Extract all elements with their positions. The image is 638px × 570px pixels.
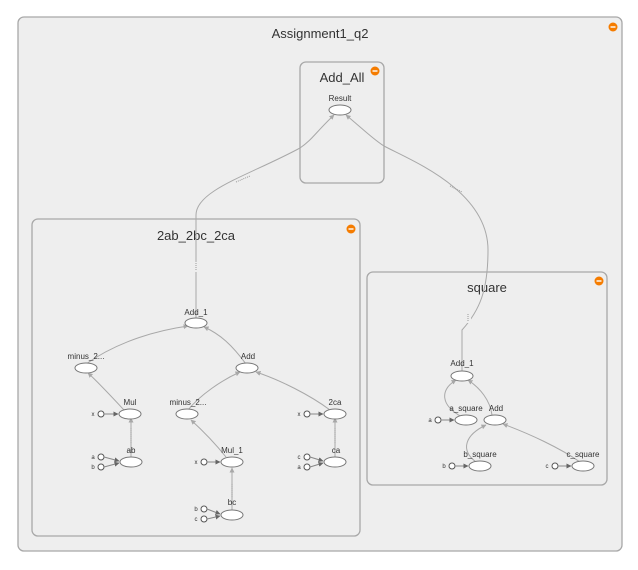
group-add-all[interactable]: Add_All [299, 61, 385, 184]
node-minus-2[interactable] [74, 362, 98, 374]
node-label-b-square: b_square [463, 450, 497, 459]
nodes: Result Add_1 minus_2... Add Mul minus_2.… [68, 94, 600, 521]
group-square[interactable]: square [366, 271, 608, 486]
node-add-1[interactable] [184, 317, 208, 329]
node-a-square[interactable] [454, 414, 478, 426]
collapse-icon[interactable] [608, 22, 618, 32]
input-node-b-square[interactable] [448, 462, 456, 470]
input-label-a-ca: a [297, 465, 301, 471]
node-2ca[interactable] [323, 408, 347, 420]
node-mul-1[interactable] [220, 456, 244, 468]
edge-mul-to-minus2 [87, 372, 125, 411]
input-node-x-2ca[interactable] [303, 410, 311, 418]
node-bc[interactable] [220, 509, 244, 521]
edge-asquare-to-add1 [444, 379, 463, 418]
edge-bsquare-to-add [466, 424, 487, 463]
collapse-icon[interactable] [370, 66, 380, 76]
input-node-c-square[interactable] [551, 462, 559, 470]
node-label-result: Result [329, 94, 352, 103]
input-label-x: x [92, 412, 95, 418]
edge-add-to-add1 [203, 326, 247, 365]
node-label-add-1-square: Add_1 [450, 359, 474, 368]
node-label-minus-2: minus_2... [68, 352, 105, 361]
input-label-x-2ca: x [298, 412, 301, 418]
edge-add-right-to-add1 [467, 379, 493, 416]
input-node-x-mul1[interactable] [200, 458, 208, 466]
edge-add1-to-result [195, 114, 335, 318]
input-label-a-square: a [428, 418, 432, 424]
node-b-square[interactable] [468, 460, 492, 472]
input-label-b: b [91, 465, 95, 471]
input-node-c-ca[interactable] [303, 453, 311, 461]
node-minus-2-mid[interactable] [175, 408, 199, 420]
input-node-a[interactable] [97, 453, 105, 461]
node-label-c-square: c_square [567, 450, 600, 459]
edge-minus2-to-add1 [85, 324, 189, 365]
group-title-add-all: Add_All [320, 70, 365, 85]
node-label-ab: ab [127, 446, 136, 455]
node-ca[interactable] [323, 456, 347, 468]
input-stubs: x a b x b c x c a a [91, 410, 572, 523]
node-add-square[interactable] [483, 414, 507, 426]
group-title-square: square [467, 280, 507, 295]
node-label-bc: bc [228, 498, 236, 507]
node-add-1-square[interactable] [450, 370, 474, 382]
input-label-b-bc: b [194, 507, 198, 513]
node-label-mul: Mul [124, 398, 137, 407]
input-node-c-bc[interactable] [200, 515, 208, 523]
input-label-b-square: b [442, 464, 446, 470]
group-title-assignment1-q2: Assignment1_q2 [272, 26, 369, 41]
node-label-a-square: a_square [449, 404, 483, 413]
edge-2ca-to-add [255, 371, 331, 411]
node-label-minus-2-mid: minus_2... [170, 398, 207, 407]
input-label-a: a [91, 455, 95, 461]
node-label-add-square: Add [489, 404, 503, 413]
input-label-c-bc: c [195, 517, 198, 523]
edges [85, 114, 581, 511]
node-label-ca: ca [332, 446, 341, 455]
edge-minus2-mid-to-add [187, 371, 241, 411]
node-result[interactable] [328, 104, 352, 116]
input-node-b-bc[interactable] [200, 505, 208, 513]
input-label-c-ca: c [298, 455, 301, 461]
node-label-2ca: 2ca [329, 398, 342, 407]
node-ab[interactable] [119, 456, 143, 468]
node-mul[interactable] [118, 408, 142, 420]
input-label-c-square: c [546, 464, 549, 470]
node-label-mul-1: Mul_1 [221, 446, 243, 455]
node-add[interactable] [235, 362, 259, 374]
node-c-square[interactable] [571, 460, 595, 472]
input-node-a-ca[interactable] [303, 463, 311, 471]
edge-mul1-to-minus2 [190, 419, 227, 458]
edge-csquare-to-add [502, 423, 581, 463]
input-label-x-mul1: x [195, 460, 198, 466]
input-node-x[interactable] [97, 410, 105, 418]
input-node-a-square[interactable] [434, 416, 442, 424]
node-label-add-1: Add_1 [184, 308, 208, 317]
edge-square-add1-to-result [345, 114, 489, 371]
collapse-icon[interactable] [594, 276, 604, 286]
input-node-b[interactable] [97, 463, 105, 471]
collapse-icon[interactable] [346, 224, 356, 234]
node-label-add: Add [241, 352, 255, 361]
